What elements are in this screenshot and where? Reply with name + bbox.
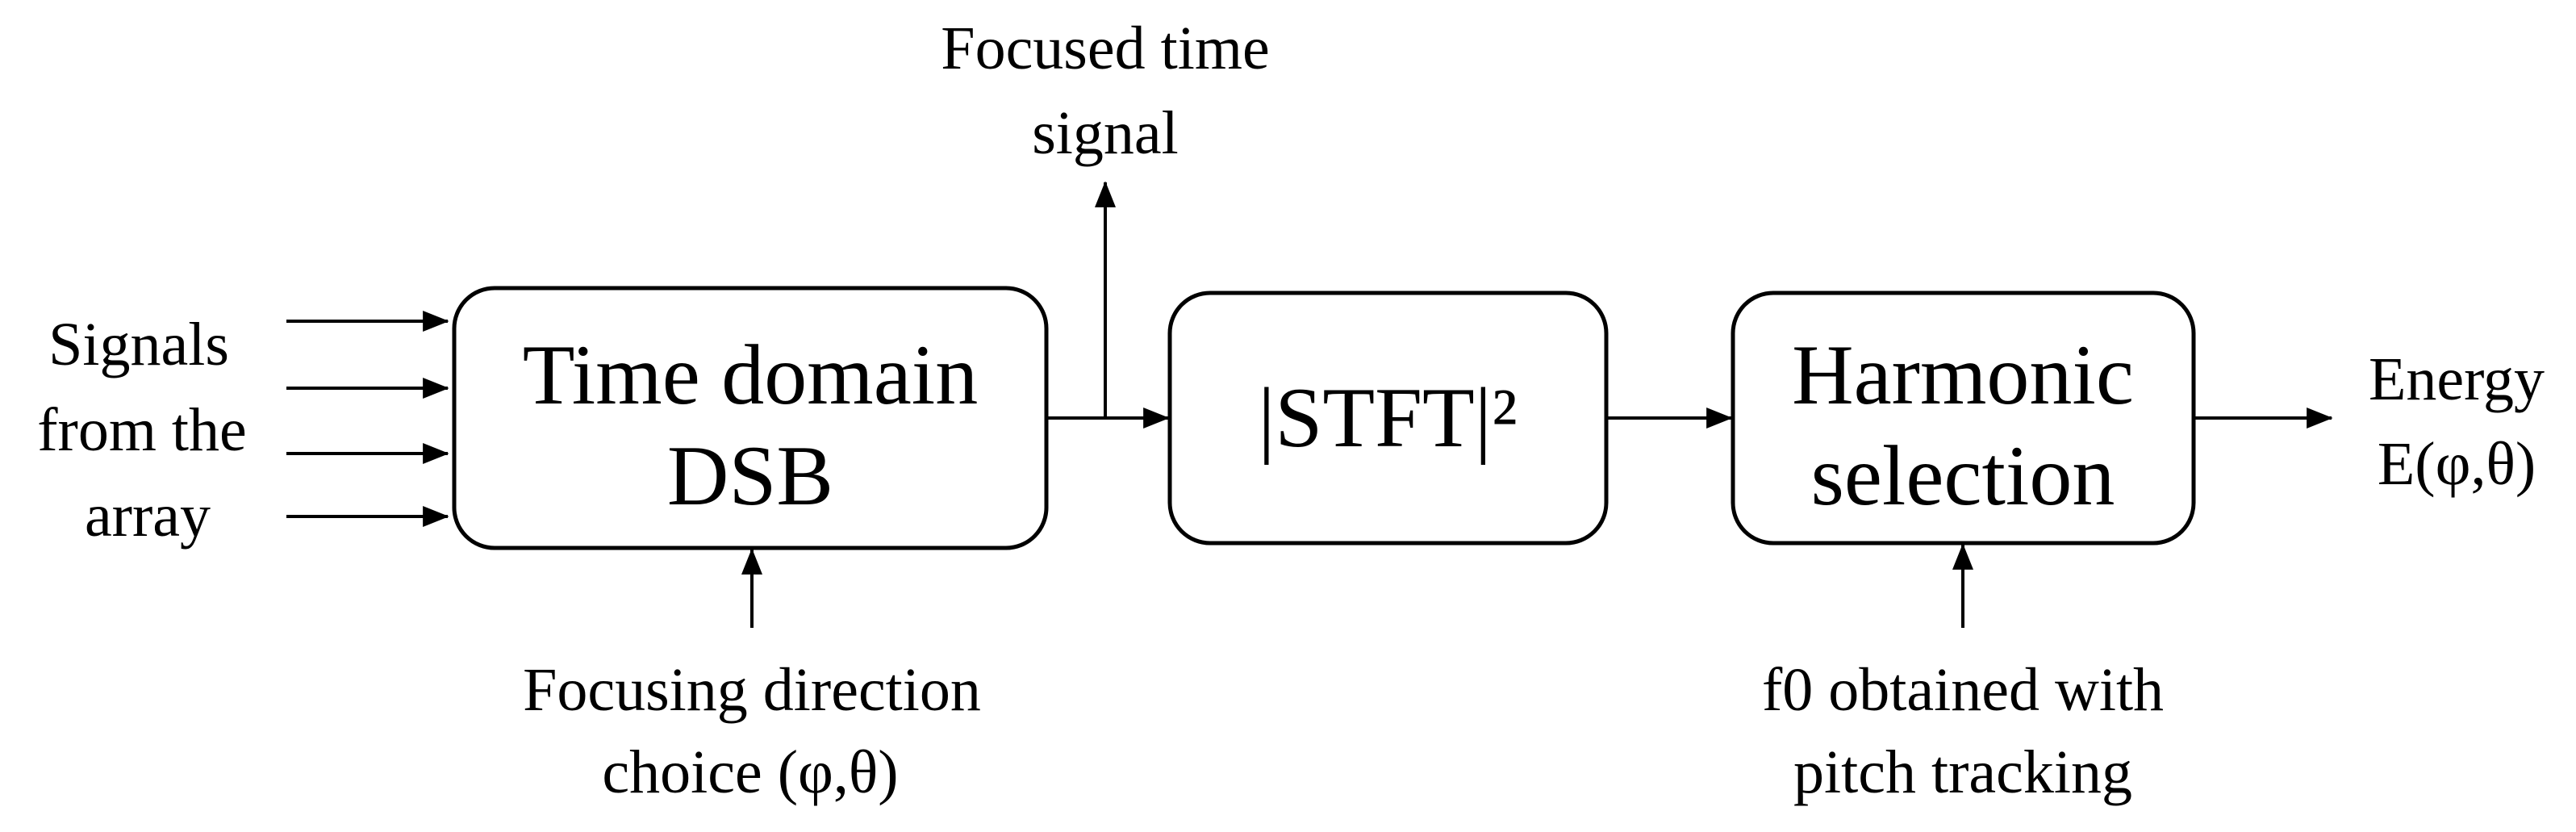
focusing-label: Focusing direction choice (φ,θ) <box>523 656 981 806</box>
stft-label: |STFT|² <box>1258 370 1518 465</box>
energy-line2: E(φ,θ) <box>2378 430 2536 498</box>
dsb-line2: DSB <box>667 429 833 523</box>
pitch-line1: f0 obtained with <box>1762 656 2164 724</box>
energy-line1: Energy <box>2369 345 2545 413</box>
input-arrows <box>286 311 449 527</box>
signals-line1: Signals <box>48 311 229 378</box>
focusing-line1: Focusing direction <box>523 656 981 724</box>
harmonic-line2: selection <box>1811 429 2115 523</box>
dsb-block: Time domain DSB <box>452 286 1049 550</box>
harmonic-line1: Harmonic <box>1792 328 2134 422</box>
signals-line2: from the <box>37 396 247 464</box>
energy-output-label: Energy E(φ,θ) <box>2369 345 2545 498</box>
focusing-line2: choice (φ,θ) <box>602 738 898 806</box>
pitch-label: f0 obtained with pitch tracking <box>1762 656 2164 806</box>
pitch-line2: pitch tracking <box>1793 738 2132 806</box>
stft-block: |STFT|² <box>1167 291 1609 546</box>
signals-line3: array <box>85 482 211 550</box>
focused-output-label: Focused time signal <box>941 15 1269 167</box>
input-signals-label: Signals from the array <box>37 311 247 550</box>
dsb-line1: Time domain <box>523 328 978 422</box>
focused-line1: Focused time <box>941 15 1269 82</box>
harmonic-block: Harmonic selection <box>1731 291 2196 546</box>
focused-line2: signal <box>1032 99 1179 167</box>
